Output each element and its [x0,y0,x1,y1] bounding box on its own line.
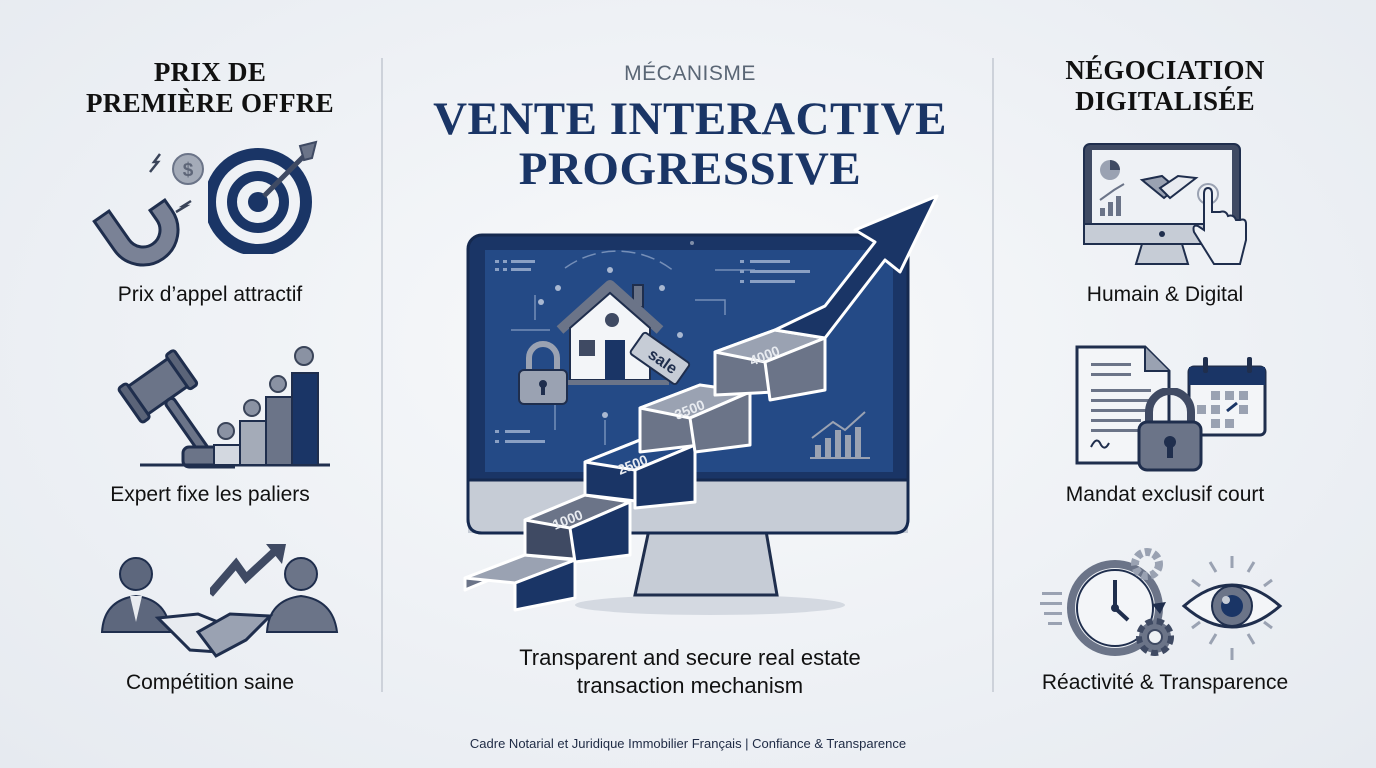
right-item-label: Réactivité & Transparence [1041,671,1289,694]
magnet-icon [92,153,192,267]
up-arrow-icon [773,194,939,340]
right-item-reactivite: Réactivité & Transparence [995,542,1335,702]
right-column-title: NÉGOCIATION DIGITALISÉE [995,55,1335,117]
left-item-prix-appel: $ Prix d’appel attractif [40,140,380,310]
left-title-line1: PRIX DE [153,57,267,87]
left-item-label: Prix d’appel attractif [117,283,303,306]
right-item-mandat: Mandat exclusif court [995,343,1335,513]
clock-icon [1040,560,1166,656]
pie-chart-icon [1100,160,1120,180]
footer-text: Cadre Notarial et Juridique Immobilier F… [469,736,907,751]
bar-chart-icon [1100,196,1121,216]
left-divider [381,58,383,692]
hero-illustration: sale 1000 2500 3500 4000 [463,194,939,615]
trend-arrow-icon [210,544,286,597]
gear-icon [1136,618,1174,656]
left-title-line2: PREMIÈRE OFFRE [86,88,334,118]
coin-icon: $ [172,153,204,185]
right-item-label: Mandat exclusif court [1065,483,1265,506]
right-title-line1: NÉGOCIATION [1065,55,1265,85]
bar-chart-icon [810,411,870,459]
right-item-label: Humain & Digital [1086,283,1244,306]
left-item-label: Compétition saine [125,671,295,694]
center-caption: Transparent and secure real estate trans… [390,644,990,700]
touch-hand-icon [1192,183,1247,265]
businessman-icon [265,557,339,633]
left-item-competition: Compétition saine [40,542,380,702]
center-kicker: MÉCANISME [624,62,756,85]
left-column-title: PRIX DE PREMIÈRE OFFRE [40,57,380,119]
bar-steps-icon [140,346,330,467]
left-item-label: Expert fixe les paliers [110,483,310,506]
gavel-icon [117,349,235,469]
gear-icon [1131,548,1163,580]
main-title: VENTE INTERACTIVE PROGRESSIVE [390,94,990,194]
caption-line2: transaction mechanism [576,673,804,698]
handshake-icon [154,612,274,658]
main-title-line1: VENTE INTERACTIVE [433,93,947,145]
main-title-line2: PROGRESSIVE [518,143,862,195]
coin-icon [217,346,314,440]
right-column: NÉGOCIATION DIGITALISÉE Humain & Digital [995,0,1335,694]
right-divider [992,58,994,692]
eye-icon [1181,556,1283,660]
businessman-icon [100,557,172,633]
left-column: PRIX DE PREMIÈRE OFFRE $ Prix d’appel at… [40,0,380,694]
right-title-line2: DIGITALISÉE [1075,86,1255,116]
caption-line1: Transparent and secure real estate [519,645,861,670]
right-item-humain-digital: Humain & Digital [995,140,1335,310]
handshake-icon [1139,174,1199,200]
padlock-icon [1137,388,1203,472]
staircase-icon [463,328,827,612]
left-item-paliers: Expert fixe les paliers [40,343,380,513]
target-icon [208,140,318,254]
svg-text:$: $ [183,160,194,181]
padlock-icon [518,341,568,405]
